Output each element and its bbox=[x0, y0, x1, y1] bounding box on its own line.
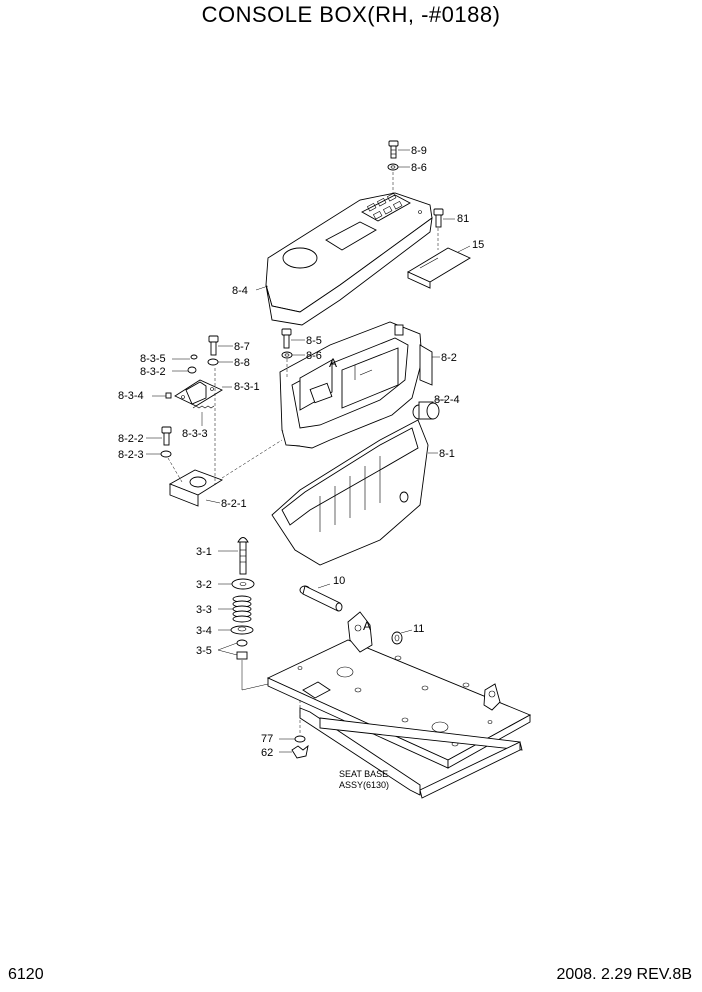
washer-8-6-mid bbox=[281, 351, 293, 359]
spring-3-3 bbox=[232, 595, 252, 623]
label-81: 81 bbox=[457, 213, 469, 225]
label-8-2-2: 8-2-2 bbox=[118, 433, 144, 445]
label-8-3-3: 8-3-3 bbox=[182, 428, 208, 440]
pin-10 bbox=[299, 585, 343, 612]
seat-base-label-line2: ASSY(6130) bbox=[339, 780, 389, 790]
diagram-title: CONSOLE BOX(RH, -#0188) bbox=[201, 2, 501, 27]
screw-8-9 bbox=[388, 140, 399, 159]
seat-base-plate bbox=[266, 611, 532, 799]
label-10: 10 bbox=[333, 575, 345, 587]
label-3-5: 3-5 bbox=[196, 645, 212, 657]
label-8-1: 8-1 bbox=[439, 448, 455, 460]
reference-a-upper: A bbox=[329, 356, 337, 370]
striker-bracket-8-2-1 bbox=[168, 469, 224, 507]
label-15: 15 bbox=[472, 239, 484, 251]
label-8-9: 8-9 bbox=[411, 145, 427, 157]
seat-base-label-line1: SEAT BASE bbox=[339, 769, 388, 779]
label-3-4: 3-4 bbox=[196, 625, 212, 637]
bolt-8-7 bbox=[208, 335, 219, 356]
spring-8-3-3 bbox=[192, 405, 215, 409]
pin-8-3-5 bbox=[190, 354, 198, 360]
pin-8-3-4 bbox=[165, 392, 172, 399]
label-62: 62 bbox=[261, 747, 273, 759]
bolt-8-5 bbox=[281, 328, 292, 349]
bolt-81 bbox=[433, 208, 444, 228]
washer-3-4 bbox=[230, 625, 254, 635]
lower-cover-8-1 bbox=[271, 419, 429, 566]
washer-8-2-3 bbox=[160, 450, 172, 458]
label-8-3-5: 8-3-5 bbox=[140, 353, 166, 365]
label-3-3: 3-3 bbox=[196, 604, 212, 616]
spring-8-3-2 bbox=[187, 366, 197, 374]
label-3-1: 3-1 bbox=[196, 546, 212, 558]
label-8-2-3: 8-2-3 bbox=[118, 449, 144, 461]
bolt-3-1 bbox=[237, 537, 249, 575]
ring-11 bbox=[391, 631, 403, 645]
revision-date: 2008. 2.29 REV.8B bbox=[556, 966, 692, 983]
nut-3-5 bbox=[236, 639, 248, 660]
bolt-8-2-2 bbox=[161, 426, 172, 446]
reference-a-lower: A bbox=[363, 619, 371, 633]
label-8-2: 8-2 bbox=[441, 352, 457, 364]
label-8-6-top: 8-6 bbox=[411, 162, 427, 174]
washer-3-2 bbox=[231, 578, 255, 590]
label-8-3-1: 8-3-1 bbox=[234, 381, 260, 393]
frame-8-2 bbox=[279, 321, 433, 449]
bushing-8-2-4 bbox=[412, 401, 440, 420]
label-8-2-4: 8-2-4 bbox=[434, 394, 460, 406]
latch-plate-8-3-1 bbox=[174, 379, 223, 407]
bracket-15 bbox=[407, 247, 471, 289]
label-77: 77 bbox=[261, 733, 273, 745]
label-8-2-1: 8-2-1 bbox=[221, 498, 247, 510]
label-8-8: 8-8 bbox=[234, 357, 250, 369]
label-8-4: 8-4 bbox=[232, 285, 248, 297]
washer-77 bbox=[294, 735, 306, 743]
label-8-7: 8-7 bbox=[234, 341, 250, 353]
washer-8-6-top bbox=[387, 163, 399, 171]
label-8-5: 8-5 bbox=[306, 335, 322, 347]
label-8-3-4: 8-3-4 bbox=[118, 390, 144, 402]
label-8-3-2: 8-3-2 bbox=[140, 366, 166, 378]
washer-8-8 bbox=[207, 358, 219, 366]
console-cover-8-4 bbox=[265, 192, 433, 326]
label-3-2: 3-2 bbox=[196, 579, 212, 591]
wing-nut-62 bbox=[291, 744, 309, 759]
label-8-6-mid: 8-6 bbox=[306, 350, 322, 362]
page-number: 6120 bbox=[8, 966, 44, 983]
label-11: 11 bbox=[413, 623, 424, 635]
